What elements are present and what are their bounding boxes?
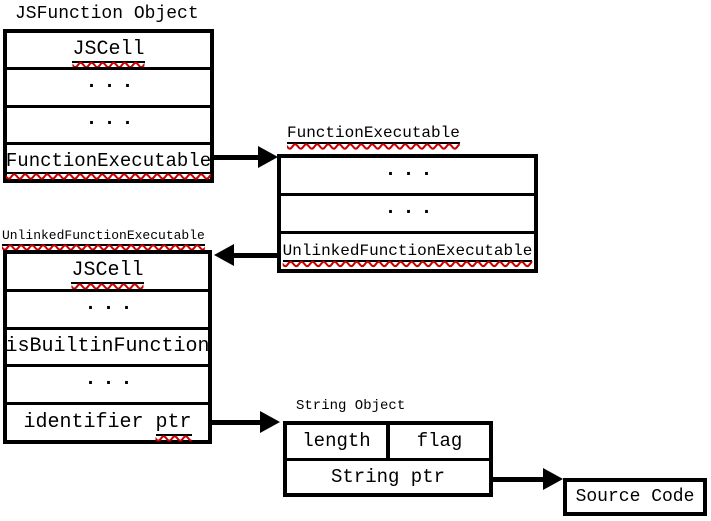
jsfunction-object-table: JSCell ... ... FunctionExecutable [3, 29, 214, 183]
ellipsis-field: ... [85, 70, 140, 94]
table-row: String ptr [287, 457, 489, 494]
arrow-line-unlinkedfunctionexecutable [234, 253, 278, 258]
table-row: identifier ptr [7, 402, 208, 440]
source-code-box: Source Code [563, 478, 707, 516]
flag-field: flag [416, 430, 463, 453]
jscell-field: JSCell [71, 258, 144, 284]
table-row: ... [281, 193, 534, 231]
table-row: ... [7, 67, 210, 104]
jsfunction-object-title: JSFunction Object [15, 4, 199, 24]
ellipsis-field: ... [84, 368, 139, 392]
ellipsis-field: ... [85, 108, 140, 132]
table-row: ... [7, 364, 208, 402]
unlinkedfunctionexecutable-field: UnlinkedFunctionExecutable [282, 241, 533, 262]
jscell-field: JSCell [72, 37, 145, 63]
arrow-line-functionexecutable [214, 155, 260, 160]
table-row: JSCell [7, 33, 210, 67]
string-ptr-field: String ptr [330, 465, 446, 488]
flag-cell: flag [386, 425, 489, 458]
arrow-line-identifier-ptr [212, 420, 260, 425]
table-row: JSCell [7, 254, 208, 289]
identifier-ptr-field: identifier ptr [23, 411, 192, 437]
unlinkedfunctionexecutable-title: UnlinkedFunctionExecutable [2, 228, 205, 246]
table-row: ... [7, 288, 208, 327]
functionexecutable-title: FunctionExecutable [287, 124, 460, 145]
unlinkedfunctionexecutable-table: JSCell ... isBuiltinFunction ... identif… [3, 250, 212, 444]
ellipsis-field: ... [84, 292, 139, 316]
functionexecutable-table: ... ... UnlinkedFunctionExecutable [277, 154, 538, 273]
table-row: ... [281, 158, 534, 193]
ellipsis-field: ... [384, 159, 439, 182]
source-code-label: Source Code [575, 487, 695, 507]
length-field: length [302, 430, 371, 453]
arrowhead-right-icon [258, 146, 278, 168]
isbuiltinfunction-field: isBuiltinFunction [5, 335, 210, 359]
arrowhead-left-icon [214, 244, 234, 266]
string-object-title: String Object [296, 398, 406, 414]
length-cell: length [287, 425, 386, 458]
ellipsis-field: ... [384, 197, 439, 220]
table-row: ... [7, 104, 210, 142]
string-object-table: length flag String ptr [283, 421, 493, 497]
table-row: isBuiltinFunction [5, 326, 210, 365]
table-row: length flag [287, 425, 489, 458]
table-row: UnlinkedFunctionExecutable [281, 231, 534, 269]
identifier-label: identifier [23, 411, 144, 435]
table-row: FunctionExecutable [5, 141, 212, 179]
functionexecutable-field: FunctionExecutable [5, 149, 212, 174]
ptr-label: ptr [155, 411, 192, 437]
arrowhead-right-icon [543, 468, 563, 490]
arrowhead-right-icon [260, 411, 280, 433]
arrow-line-string-ptr [493, 477, 543, 482]
